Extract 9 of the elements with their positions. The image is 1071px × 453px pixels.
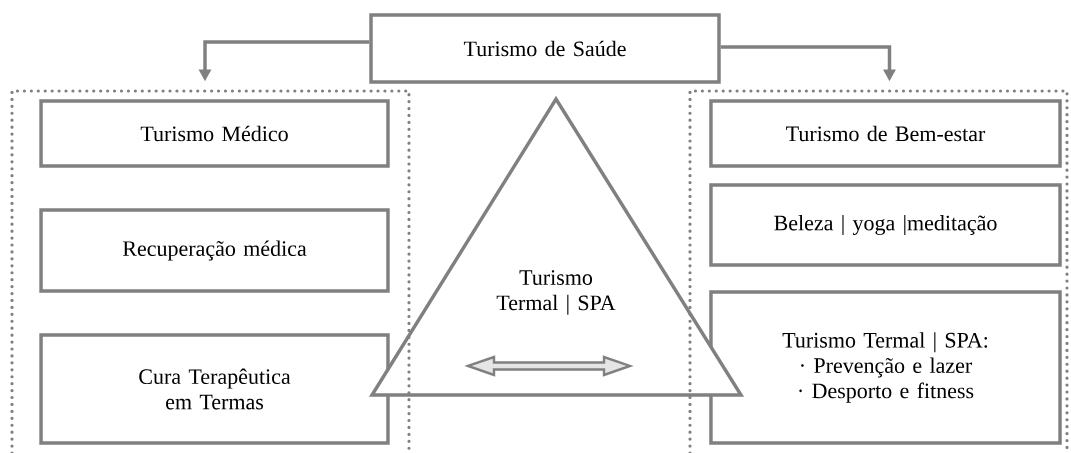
text-box: Turismo Termal | SPA: · Prevenção e lazer · Desporto e fitness <box>709 290 1062 445</box>
text-box: Turismo de Bem-estar <box>709 99 1062 168</box>
dotted-frame <box>688 89 1069 453</box>
text-box: Recuperação médica <box>39 208 390 293</box>
dotted-frame <box>10 89 411 453</box>
category-box: Turismo de Saúde <box>369 13 721 84</box>
text-box: Turismo Médico <box>39 99 390 168</box>
text-box: Cura Terapêutica em Termas <box>39 333 390 445</box>
text-box: Beleza | yoga |meditação <box>709 183 1062 267</box>
